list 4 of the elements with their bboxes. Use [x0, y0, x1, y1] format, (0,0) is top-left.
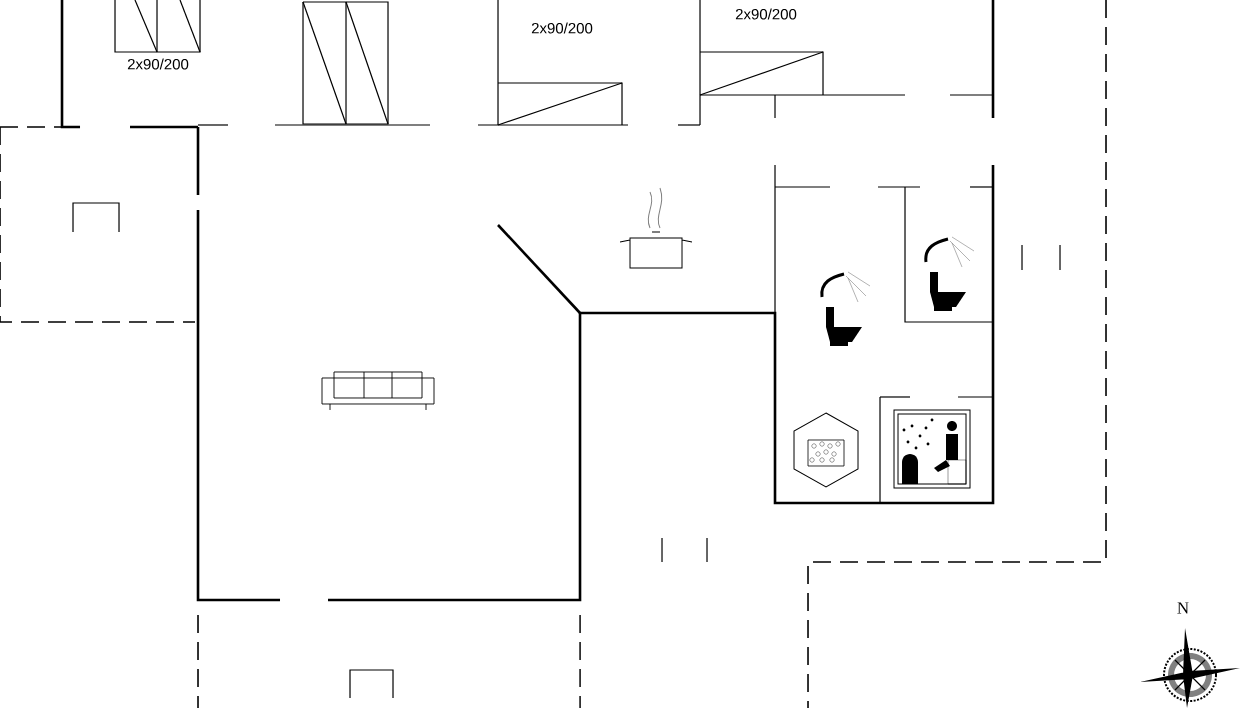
north-label: N [1177, 602, 1189, 614]
bed-size-label: 2x90/200 [127, 58, 189, 70]
bed-size-label: 2x90/200 [531, 22, 593, 34]
bed-size-label: 2x90/200 [735, 8, 797, 20]
